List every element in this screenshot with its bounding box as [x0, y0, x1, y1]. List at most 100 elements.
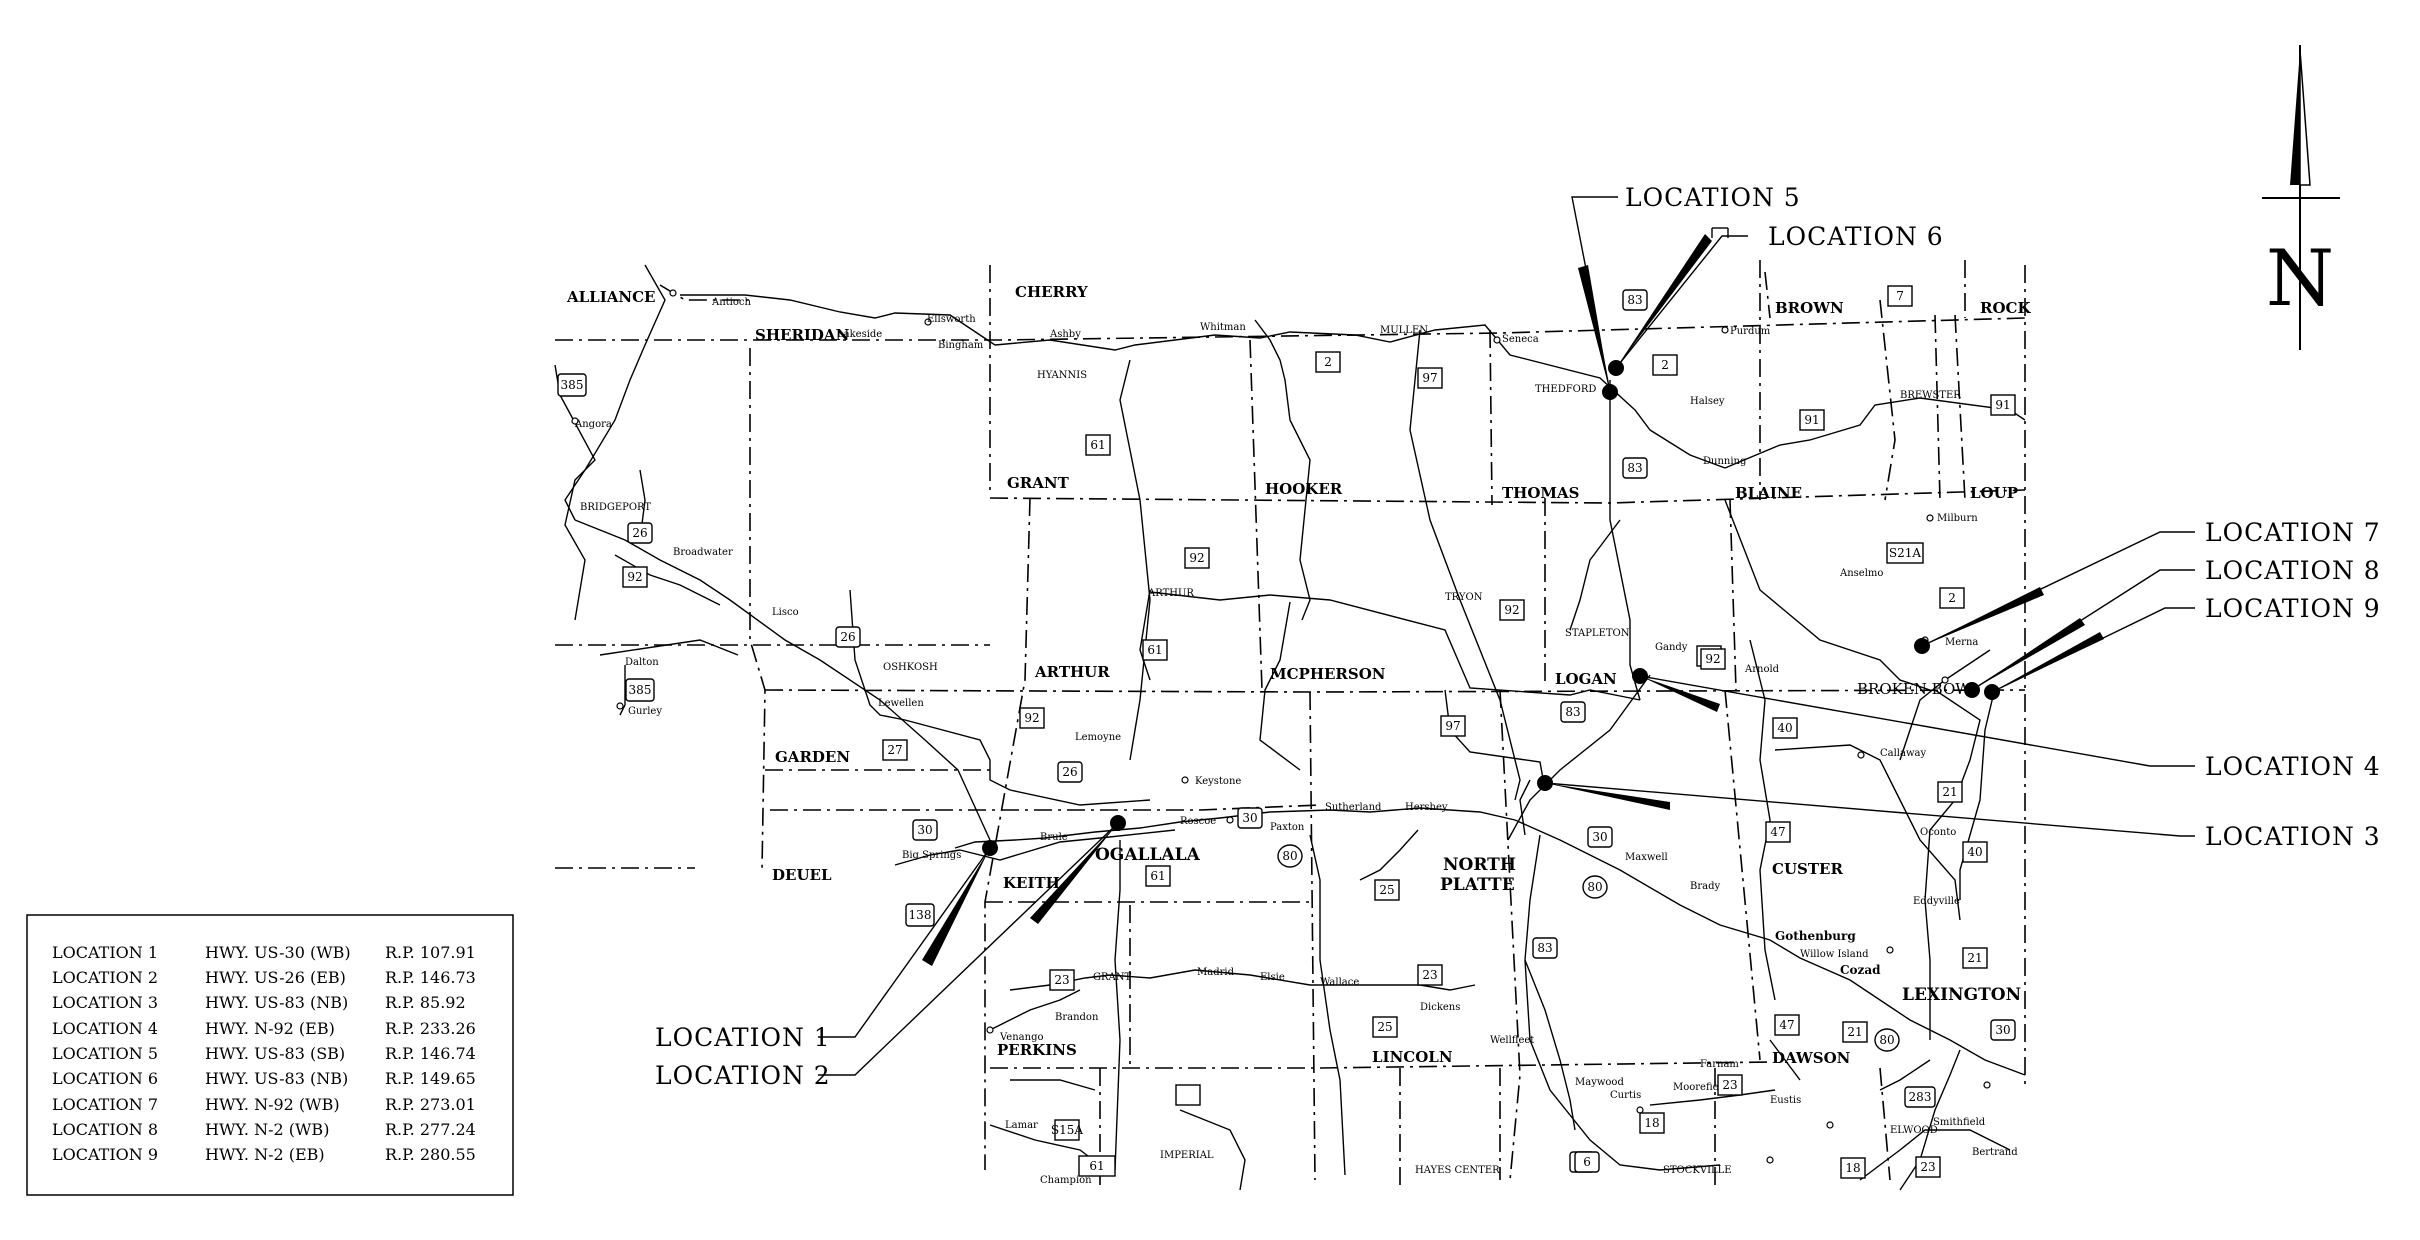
route-shield: 92	[627, 570, 642, 584]
legend-location: LOCATION 1	[52, 943, 158, 962]
route-shield: 385	[561, 378, 584, 392]
route-shield: 61	[1090, 438, 1105, 452]
legend-rp: R.P. 280.55	[385, 1145, 476, 1164]
route-shield: 92	[1504, 603, 1519, 617]
location-callout-6: LOCATION 6	[1768, 222, 1944, 251]
legend-rp: R.P. 149.65	[385, 1069, 476, 1088]
location-callout-5: LOCATION 5	[1625, 183, 1801, 212]
route-shield: 21	[1967, 951, 1982, 965]
location-legend: LOCATION 1 HWY. US-30 (WB) R.P. 107.91 L…	[26, 914, 514, 1196]
town-label: Bertrand	[1972, 1147, 2018, 1158]
location-callout-1: LOCATION 1	[655, 1023, 831, 1052]
legend-highway: HWY. US-83 (NB)	[205, 1069, 348, 1088]
route-shield: 97	[1445, 719, 1460, 733]
town-label: Antioch	[711, 297, 752, 308]
legend-highway: HWY. US-30 (WB)	[205, 943, 351, 962]
town-label: Brady	[1690, 881, 1720, 892]
town-label: Dickens	[1420, 1002, 1460, 1013]
location-callout-9: LOCATION 9	[2205, 594, 2381, 623]
town-label: Gandy	[1655, 642, 1688, 653]
town-label: Brandon	[1055, 1012, 1099, 1023]
town-label: Lakeside	[837, 329, 882, 340]
city-label-platte: PLATTE	[1440, 875, 1515, 895]
location-callout-8: LOCATION 8	[2205, 556, 2381, 585]
route-shield: 385	[629, 683, 652, 697]
town-label: Ellsworth	[927, 314, 976, 325]
legend-location: LOCATION 8	[52, 1120, 158, 1139]
town-label: MULLEN	[1380, 325, 1428, 336]
route-shield: 30	[1592, 830, 1607, 844]
town-label: Wallace	[1320, 977, 1359, 988]
county-label-lincoln: LINCOLN	[1372, 1048, 1453, 1066]
town-label: Anselmo	[1839, 568, 1883, 579]
town-label: Hershey	[1405, 802, 1448, 813]
town-label: Roscoe	[1180, 816, 1216, 827]
town-label: Venango	[999, 1032, 1044, 1043]
town-label: Brule	[1040, 832, 1068, 843]
route-shield: 61	[1150, 869, 1165, 883]
legend-row: LOCATION 5 HWY. US-83 (SB) R.P. 146.74	[52, 1044, 476, 1063]
route-shield: 21	[1847, 1025, 1862, 1039]
route-shield: 91	[1995, 398, 2010, 412]
town-label: Smithfield	[1933, 1117, 1986, 1128]
location-callout-7: LOCATION 7	[2205, 518, 2381, 547]
road-network	[554, 264, 2026, 1191]
legend-rp: R.P. 277.24	[385, 1120, 476, 1139]
route-shield: 25	[1379, 883, 1394, 897]
legend-highway: HWY. US-26 (EB)	[205, 968, 346, 987]
legend-location: LOCATION 3	[52, 993, 158, 1012]
county-label-blaine: BLAINE	[1735, 484, 1802, 502]
town-label: Maywood	[1575, 1077, 1624, 1088]
town-label: Willow Island	[1800, 949, 1869, 960]
highway-shields: 385 26 92 385 26 27 92 26 30 138 61 2 97…	[557, 285, 2016, 1179]
location-callout-4: LOCATION 4	[2205, 752, 2381, 781]
town-label: Big Springs	[902, 850, 961, 861]
town-label: HAYES CENTER	[1415, 1165, 1500, 1176]
town-label: OSHKOSH	[883, 662, 938, 673]
legend-highway: HWY. US-83 (SB)	[205, 1044, 345, 1063]
city-labels: OGALLALA NORTH PLATTE LEXINGTON BROKEN B…	[1095, 680, 2021, 1005]
location-callouts: LOCATION 1 LOCATION 2 LOCATION 3 LOCATIO…	[655, 183, 2381, 1090]
town-label: Wellfleet	[1490, 1035, 1534, 1046]
county-label-logan: LOGAN	[1555, 670, 1617, 688]
legend-rp: R.P. 146.73	[385, 968, 476, 987]
legend-row: LOCATION 9 HWY. N-2 (EB) R.P. 280.55	[52, 1145, 476, 1164]
town-label: Lamar	[1005, 1120, 1038, 1131]
route-shield: 283	[1909, 1090, 1932, 1104]
county-label-sheridan: SHERIDAN	[755, 326, 850, 344]
town-label: Ashby	[1049, 329, 1081, 340]
city-label-ogallala: OGALLALA	[1095, 845, 1201, 865]
route-shield: 83	[1565, 705, 1580, 719]
town-label: Dalton	[625, 657, 659, 668]
route-shield: 23	[1054, 973, 1069, 987]
route-shield: 18	[1644, 1116, 1659, 1130]
route-shield: 83	[1627, 293, 1642, 307]
town-label: Champion	[1040, 1175, 1092, 1186]
town-label: Paxton	[1270, 822, 1305, 833]
legend-highway: HWY. US-83 (NB)	[205, 993, 348, 1012]
legend-rp: R.P. 85.92	[385, 993, 466, 1012]
county-label-loup: LOUP	[1970, 484, 2018, 502]
route-shield: 40	[1777, 721, 1792, 735]
county-label-keith: KEITH	[1003, 874, 1060, 892]
route-shield: 61	[1089, 1159, 1104, 1173]
route-shield: 30	[917, 823, 932, 837]
route-shield: 27	[887, 743, 902, 757]
route-shield: 7	[1896, 289, 1904, 303]
town-label: Maxwell	[1625, 852, 1668, 863]
county-label-thomas: THOMAS	[1502, 484, 1579, 502]
route-shield: 80	[1879, 1033, 1894, 1047]
route-shield: 23	[1722, 1078, 1737, 1092]
legend-row: LOCATION 2 HWY. US-26 (EB) R.P. 146.73	[52, 968, 476, 987]
route-shield: 6	[1583, 1155, 1591, 1169]
town-label: THEDFORD	[1535, 384, 1596, 395]
legend-highway: HWY. N-92 (EB)	[205, 1019, 335, 1038]
legend-rp: R.P. 233.26	[385, 1019, 476, 1038]
route-shield: 61	[1147, 643, 1162, 657]
north-arrow: N	[2262, 45, 2340, 350]
town-label: ELWOOD	[1890, 1125, 1938, 1136]
route-shield: 30	[1242, 811, 1257, 825]
route-shield: 92	[1189, 551, 1204, 565]
route-shield: 2	[1661, 358, 1669, 372]
legend-row: LOCATION 8 HWY. N-2 (WB) R.P. 277.24	[52, 1120, 476, 1139]
